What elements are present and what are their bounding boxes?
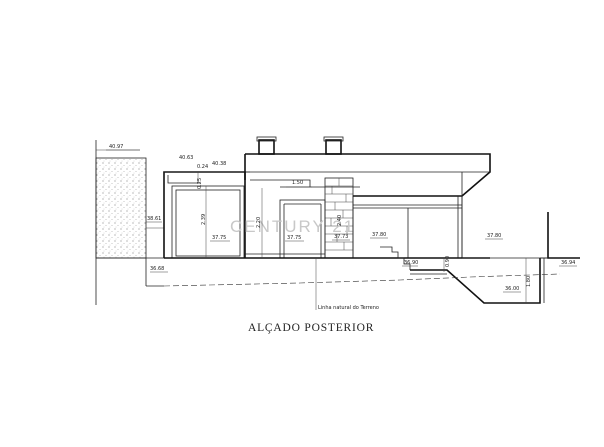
drawing-title: ALÇADO POSTERIOR (248, 322, 374, 334)
dim-240: 2.40 (337, 215, 343, 226)
level-floor-d: 37.80 (372, 232, 386, 238)
level-parapet-b: 40.38 (212, 161, 226, 167)
stone-column (325, 178, 353, 251)
dim-025: 0.25 (197, 178, 203, 189)
level-floor-e: 37.80 (487, 233, 501, 239)
dim-090: 0.90 (445, 256, 451, 267)
level-ground-right: 36.94 (561, 260, 575, 266)
level-ground-left: 36.68 (150, 266, 164, 272)
level-wall-side: 38.61 (147, 216, 161, 222)
level-floor-c: 37.73 (334, 234, 348, 240)
dim-150: 1.50 (292, 180, 303, 186)
dim-180: 1.80 (526, 276, 532, 287)
dimension-lines (197, 172, 527, 303)
level-wall-top-left: 40.97 (109, 144, 123, 150)
level-floor-a: 37.75 (212, 235, 226, 241)
level-floor-b: 37.75 (287, 235, 301, 241)
terrace-and-stairs (380, 212, 580, 304)
building-outline (163, 153, 491, 259)
terrain-line (163, 273, 561, 287)
retaining-wall-left (95, 140, 164, 305)
level-stair-bottom: 36.90 (404, 260, 418, 266)
dim-024: 0.24 (197, 164, 208, 170)
terrain-label: Linha natural do Terreno (318, 305, 379, 311)
level-pit-bottom: 36.00 (505, 286, 519, 292)
dim-239: 2.39 (201, 214, 207, 225)
dim-220: 2.20 (256, 217, 262, 228)
level-parapet-a: 40.63 (179, 155, 193, 161)
level-markers (106, 149, 577, 293)
watermark: CENTURY 21 (230, 217, 355, 236)
chimneys (256, 136, 344, 155)
